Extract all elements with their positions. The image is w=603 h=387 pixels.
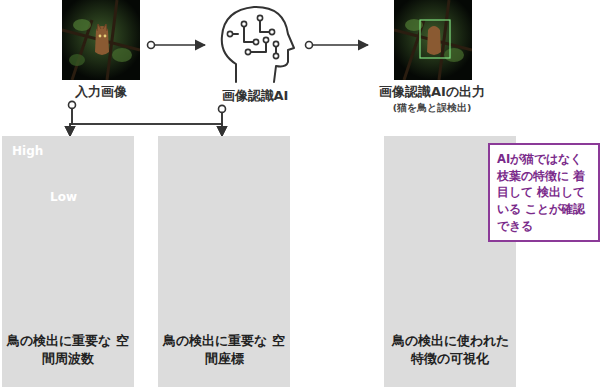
caption: 画像認識AI bbox=[205, 88, 305, 105]
image-node: 画像認識AIの出力(猫を鳥と誤検出) bbox=[368, 0, 496, 115]
result-panel: 鳥の検出に重要な 空間座標 bbox=[158, 136, 290, 387]
heatmap-label: High bbox=[12, 144, 43, 158]
connector bbox=[72, 105, 222, 136]
connector bbox=[309, 44, 368, 46]
image-node: 入力画像 bbox=[55, 0, 147, 101]
caption: 鳥の検出に重要な 空間周波数 bbox=[2, 332, 134, 367]
callout-text: AIが猫ではなく 枝葉の特徴に 着目して 検出している ことが確認できる bbox=[497, 151, 591, 234]
image-node: 画像認識AI bbox=[205, 0, 305, 105]
result-panel: 鳥の検出に重要な 空間周波数 bbox=[2, 136, 134, 387]
output-photo bbox=[394, 0, 472, 80]
callout-box: AIが猫ではなく 枝葉の特徴に 着目して 検出している ことが確認できる bbox=[488, 143, 600, 242]
sub-caption: (猫を鳥と誤検出) bbox=[368, 102, 496, 115]
caption: 鳥の検出に使われた 特徴の可視化 bbox=[384, 332, 516, 367]
ai-head-icon bbox=[214, 2, 298, 86]
connector-origin-dot bbox=[148, 42, 155, 49]
connector-origin-dot bbox=[69, 101, 76, 108]
caption: 画像認識AIの出力 bbox=[368, 84, 496, 101]
connector bbox=[70, 109, 222, 136]
connector-origin-dot bbox=[219, 105, 226, 112]
caption: 鳥の検出に重要な 空間座標 bbox=[158, 332, 290, 367]
input-photo bbox=[62, 0, 140, 80]
caption: 入力画像 bbox=[55, 84, 147, 101]
connector-origin-dot bbox=[306, 42, 313, 49]
heatmap-label: Low bbox=[50, 190, 77, 204]
connector bbox=[151, 44, 205, 46]
